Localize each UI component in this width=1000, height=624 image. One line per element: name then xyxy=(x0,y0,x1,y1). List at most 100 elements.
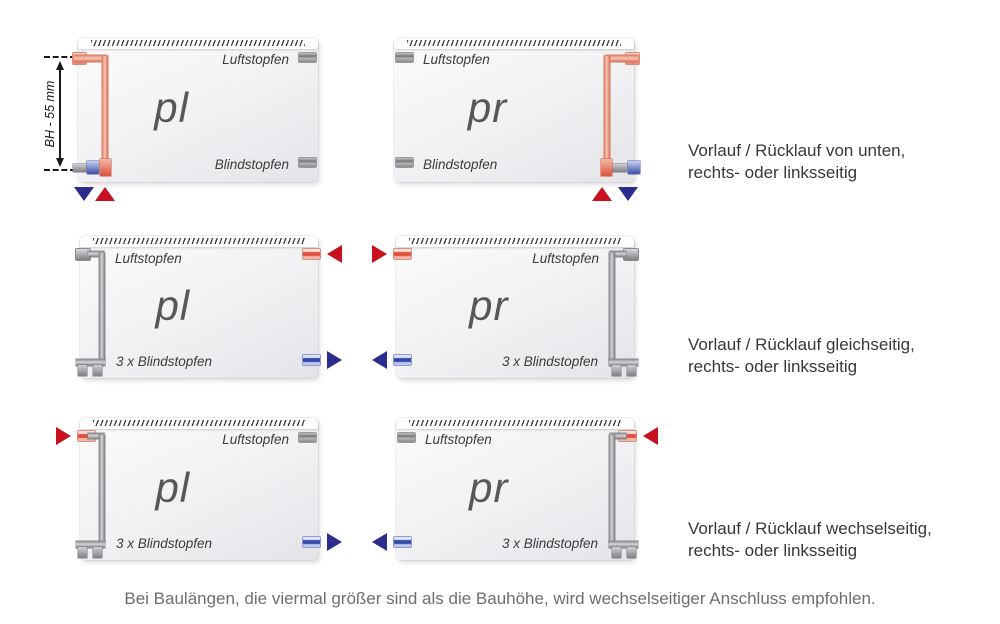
ruecklauf-arrow-icon xyxy=(327,533,342,551)
bottom-fitting-return xyxy=(87,161,99,174)
bottom-fitting-foot xyxy=(627,365,636,376)
convector-grille xyxy=(394,38,634,49)
bottom-fitting-foot xyxy=(78,365,87,376)
ruecklauf-arrow-icon xyxy=(372,351,387,369)
blind-plug-label: 3 x Blindstopfen xyxy=(501,536,598,551)
pipe-vertical xyxy=(609,435,615,543)
row2-caption: Vorlauf / Rücklauf gleichseitig, rechts-… xyxy=(688,334,915,378)
air-plug-icon xyxy=(398,433,415,442)
pipe-horizontal xyxy=(88,433,104,439)
supply-connection-stub xyxy=(394,249,411,259)
supply-connection-stub xyxy=(303,249,320,259)
bottom-fitting-gray xyxy=(73,164,88,172)
bottom-pipe-bar xyxy=(76,541,105,548)
blind-plug-label: 3 x Blindstopfen xyxy=(116,354,213,369)
radiator-type-label: pl xyxy=(154,84,189,131)
bottom-fitting-return xyxy=(628,161,640,174)
bottom-fitting-foot xyxy=(612,547,621,558)
radiator-pr-alternating: pr Luftstopfen 3 x Blindstopfen xyxy=(372,418,658,560)
blind-plug-label: Blindstopfen xyxy=(423,157,498,172)
radiator-type-label: pr xyxy=(469,464,509,511)
air-plug-label: Luftstopfen xyxy=(115,251,182,266)
dimension-label: BH - 55 mm xyxy=(43,80,57,148)
air-plug-label: Luftstopfen xyxy=(423,52,490,67)
convector-grille xyxy=(396,236,634,247)
dimension-arrow-line xyxy=(56,61,64,167)
ruecklauf-arrow-icon xyxy=(327,351,342,369)
pipe-horizontal xyxy=(88,251,104,257)
ruecklauf-arrow-icon xyxy=(74,187,94,201)
radiator-pr-bottom: pr Luftstopfen Blindstopfen xyxy=(394,38,640,201)
supply-pipe-vertical xyxy=(604,56,610,168)
bottom-pipe-bar xyxy=(609,359,638,366)
caption-line: Vorlauf / Rücklauf gleichseitig, xyxy=(688,335,915,354)
air-plug-icon xyxy=(299,433,316,442)
return-connection-stub xyxy=(303,355,320,365)
pipe-horizontal xyxy=(610,251,626,257)
ruecklauf-arrow-icon xyxy=(618,187,638,201)
pipe-vertical xyxy=(609,253,615,361)
caption-line: Vorlauf / Rücklauf wechselseitig, xyxy=(688,519,932,538)
bottom-pipe-bar xyxy=(609,541,638,548)
air-plug-icon xyxy=(299,53,316,62)
radiator-pl-same-side: pl Luftstopfen 3 x Blindstopfen xyxy=(76,236,342,378)
footer-note: Bei Baulängen, die viermal größer sind a… xyxy=(124,589,876,608)
caption-line: Vorlauf / Rücklauf von unten, xyxy=(688,141,906,160)
vorlauf-arrow-icon xyxy=(95,187,115,201)
blind-plug-icon xyxy=(396,158,413,167)
radiator-type-label: pr xyxy=(469,282,509,329)
radiator-pr-same-side: pr Luftstopfen 3 x Blindstopfen xyxy=(372,236,638,378)
return-connection-stub xyxy=(303,537,320,547)
bottom-fitting-foot xyxy=(93,547,102,558)
bottom-fitting-supply xyxy=(601,159,612,176)
vorlauf-arrow-icon xyxy=(327,245,342,263)
supply-connection-stub xyxy=(78,431,95,441)
supply-pipe-vertical xyxy=(102,56,108,168)
air-plug-label: Luftstopfen xyxy=(425,432,492,447)
bottom-fitting-supply xyxy=(100,159,111,176)
supply-pipe-horizontal xyxy=(74,55,106,62)
blind-plug-label: 3 x Blindstopfen xyxy=(116,536,213,551)
pipe-connector xyxy=(624,249,638,260)
convector-grille xyxy=(80,236,318,247)
air-plug-label: Luftstopfen xyxy=(532,251,599,266)
air-plug-icon xyxy=(396,53,413,62)
convector-grille xyxy=(80,418,318,429)
pipe-horizontal xyxy=(610,433,626,439)
vorlauf-arrow-icon xyxy=(56,427,71,445)
radiator-pl-alternating: pl Luftstopfen 3 x Blindstopfen xyxy=(56,418,342,560)
blind-plug-label: Blindstopfen xyxy=(214,157,289,172)
radiator-type-label: pl xyxy=(155,282,191,329)
bottom-fitting-foot xyxy=(612,365,621,376)
caption-line: rechts- oder linksseitig xyxy=(688,541,858,560)
radiator-type-label: pr xyxy=(467,84,508,131)
return-connection-stub xyxy=(394,355,411,365)
return-connection-stub xyxy=(394,537,411,547)
caption-line: rechts- oder linksseitig xyxy=(688,163,858,182)
radiator-type-label: pl xyxy=(155,464,191,511)
radiator-pl-bottom: pl Luftstopfen Blindstopfen xyxy=(73,38,318,201)
bottom-fitting-gray xyxy=(611,164,627,172)
bottom-fitting-foot xyxy=(93,365,102,376)
air-plug-label: Luftstopfen xyxy=(222,432,289,447)
supply-pipe-horizontal xyxy=(606,55,638,62)
row1-caption: Vorlauf / Rücklauf von unten, rechts- od… xyxy=(688,140,905,184)
air-plug-label: Luftstopfen xyxy=(222,52,289,67)
dimension-tick-top xyxy=(44,56,76,58)
dimension-tick-bottom xyxy=(44,169,76,171)
blind-plug-label: 3 x Blindstopfen xyxy=(501,354,598,369)
pipe-connector xyxy=(76,249,90,260)
row3-caption: Vorlauf / Rücklauf wechselseitig, rechts… xyxy=(688,518,932,562)
vorlauf-arrow-icon xyxy=(643,427,658,445)
bottom-fitting-foot xyxy=(627,547,636,558)
convector-grille xyxy=(396,418,634,429)
bottom-pipe-bar xyxy=(76,359,105,366)
ruecklauf-arrow-icon xyxy=(372,533,387,551)
pipe-vertical xyxy=(99,435,105,543)
convector-grille xyxy=(78,38,318,49)
vorlauf-arrow-icon xyxy=(372,245,387,263)
caption-line: rechts- oder linksseitig xyxy=(688,357,858,376)
bottom-fitting-foot xyxy=(78,547,87,558)
pipe-vertical xyxy=(99,253,105,361)
